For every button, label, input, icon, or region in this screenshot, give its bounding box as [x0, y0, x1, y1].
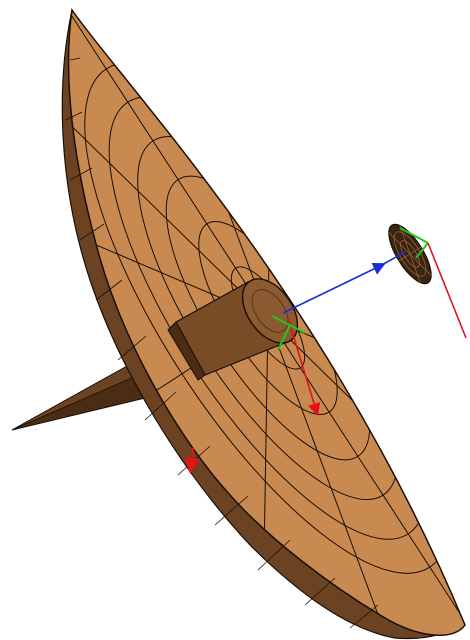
dish-rim-rib: [69, 167, 93, 181]
sub-reflector: [388, 223, 432, 285]
axis-y-feed: [271, 315, 306, 334]
dish-mesh-rib: [68, 94, 269, 319]
sub-reflector-rib: [388, 232, 411, 255]
frame-axes-dish: [183, 447, 200, 474]
sub-reflector-rib: [409, 253, 421, 283]
dish-rim-rib: [144, 391, 177, 421]
dish-mesh-rib: [71, 15, 269, 319]
sub-reflector-rib: [409, 253, 432, 276]
axis-z-feed: [282, 263, 386, 314]
frame-axes-sub: [399, 227, 467, 339]
dish-rim-ribs: [65, 57, 379, 629]
frame-axes-feed: [271, 251, 406, 417]
dish-mesh-rib: [263, 317, 269, 536]
dish-rim-rib: [304, 577, 336, 606]
dish-rim-rib: [95, 279, 123, 301]
sub-reflector-mesh: [388, 225, 432, 283]
axis-y-sub: [399, 227, 429, 244]
sub-reflector-rib: [398, 253, 411, 262]
feed-horn-cone: [167, 278, 299, 381]
dish-mesh-rib: [267, 317, 465, 621]
dish-rim-rib: [214, 495, 249, 526]
sub-reflector-rib: [409, 246, 422, 255]
dish-rim-rib: [117, 335, 147, 361]
axis-x-dish: [183, 447, 200, 474]
axis-x-sub: [427, 242, 467, 339]
dish-rim-rib: [65, 111, 83, 121]
feed-horn-aperture: [241, 278, 299, 344]
dish-rim-rib: [349, 604, 379, 629]
axis-x-feed: [287, 317, 321, 417]
sub-reflector-rib: [399, 225, 411, 255]
dish-rim-rib: [79, 223, 105, 241]
dish-rim-rib: [69, 57, 81, 61]
dish-mesh-rib: [267, 317, 380, 618]
dish-rim-rib: [257, 539, 291, 571]
